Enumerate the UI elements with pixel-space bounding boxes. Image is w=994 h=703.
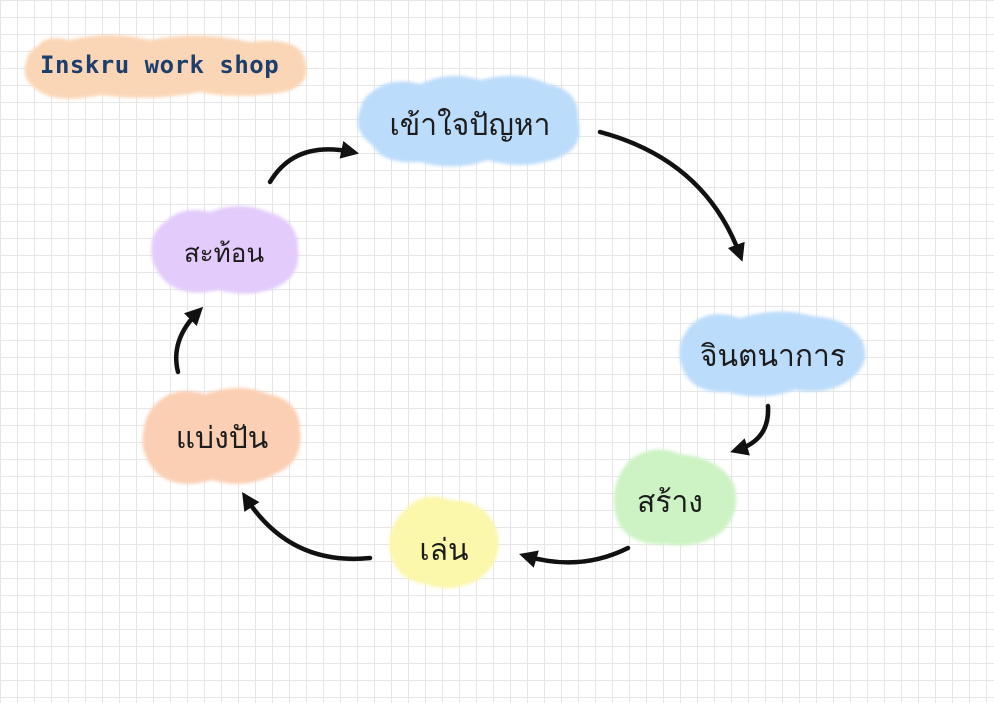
node-reflect-bubble [151, 206, 299, 294]
arrow-imagine-to-create [730, 403, 771, 456]
node-share: แบ่งปัน [142, 388, 301, 484]
arrow-share-to-reflect [173, 306, 204, 375]
node-create: สร้าง [613, 449, 737, 546]
node-share-bubble [142, 388, 301, 484]
node-play-bubble [389, 496, 499, 589]
node-imagine: จินตนาการ [679, 311, 866, 397]
arrow-empathize-to-imagine [597, 129, 745, 262]
node-imagine-bubble [679, 311, 866, 397]
node-create-label: สร้าง [637, 485, 703, 520]
arrow-create-to-play [519, 545, 631, 568]
title-text: Inskru work shop [40, 51, 279, 79]
node-share-label: แบ่งปัน [176, 421, 269, 456]
arrow-reflect-to-empathize [267, 140, 360, 185]
title-block: Inskru work shop [24, 35, 307, 99]
node-create-bubble [613, 449, 737, 546]
node-reflect-label: สะท้อน [184, 239, 265, 269]
node-empathize: เข้าใจปัญหา [357, 75, 580, 167]
arrow-play-to-share [242, 491, 373, 562]
node-play: เล่น [389, 496, 499, 589]
node-empathize-label: เข้าใจปัญหา [389, 108, 550, 143]
node-imagine-label: จินตนาการ [700, 339, 846, 374]
node-play-label: เล่น [419, 533, 468, 568]
node-empathize-bubble [357, 75, 580, 167]
node-reflect: สะท้อน [151, 206, 299, 294]
title-highlight [24, 35, 307, 99]
